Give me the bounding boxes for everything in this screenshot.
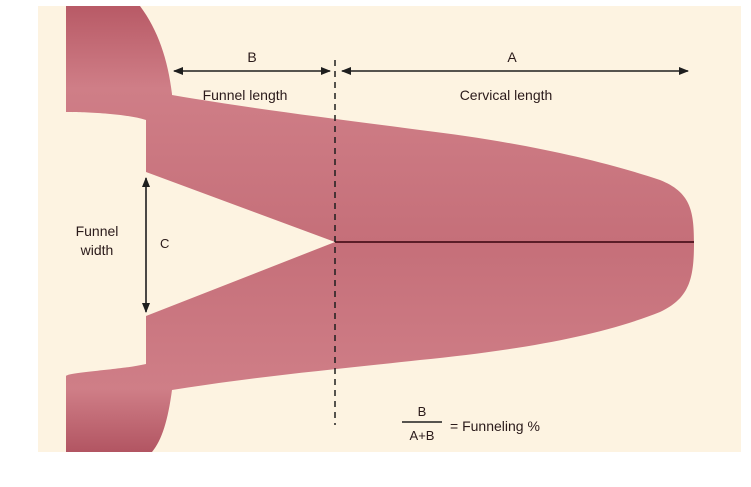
label-cervical-length: Cervical length bbox=[460, 87, 553, 103]
label-funnel-length: Funnel length bbox=[203, 87, 288, 103]
formula-numerator: B bbox=[418, 404, 427, 419]
label-funnel-width-line2: width bbox=[80, 242, 114, 258]
label-funnel-width-line1: Funnel bbox=[76, 223, 119, 239]
label-a: A bbox=[507, 49, 517, 65]
label-c: C bbox=[160, 236, 169, 251]
label-b: B bbox=[247, 49, 256, 65]
formula-result: = Funneling % bbox=[450, 418, 540, 434]
formula-denominator: A+B bbox=[410, 428, 435, 443]
